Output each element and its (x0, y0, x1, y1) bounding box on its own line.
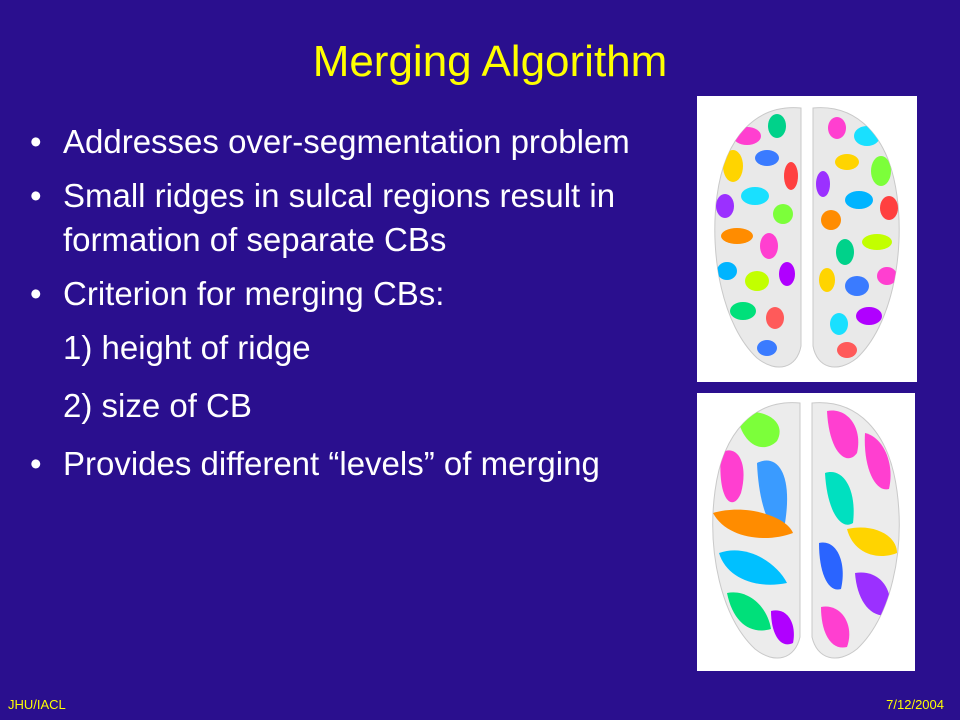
bullet-text: Small ridges in sulcal regions result in… (63, 177, 616, 258)
footer-organization: JHU/IACL (8, 697, 66, 712)
bullet-text: Addresses over-segmentation problem (63, 123, 630, 160)
bullet-item: • Addresses over-segmentation problem (30, 120, 680, 164)
criterion-size: 2) size of CB (63, 387, 252, 424)
bullet-dot: • (30, 177, 42, 214)
bullet-dot: • (30, 445, 42, 482)
bullet-item: • Provides different “levels” of merging (30, 442, 680, 486)
bullet-dot: • (30, 123, 42, 160)
bullet-list: • Addresses over-segmentation problem • … (30, 120, 680, 496)
brain-over-segmented-image (697, 96, 917, 382)
bullet-text: Provides different “levels” of merging (63, 445, 600, 482)
bullet-item: • Criterion for merging CBs: (30, 272, 680, 316)
criterion-height: 1) height of ridge (63, 329, 311, 366)
brain-merged-image (697, 393, 915, 671)
bullet-dot: • (30, 275, 42, 312)
slide-title: Merging Algorithm (312, 37, 668, 86)
footer-date: 7/12/2004 (886, 697, 944, 712)
bullet-text: Criterion for merging CBs: (63, 275, 445, 312)
bullet-item: • Small ridges in sulcal regions result … (30, 174, 680, 262)
